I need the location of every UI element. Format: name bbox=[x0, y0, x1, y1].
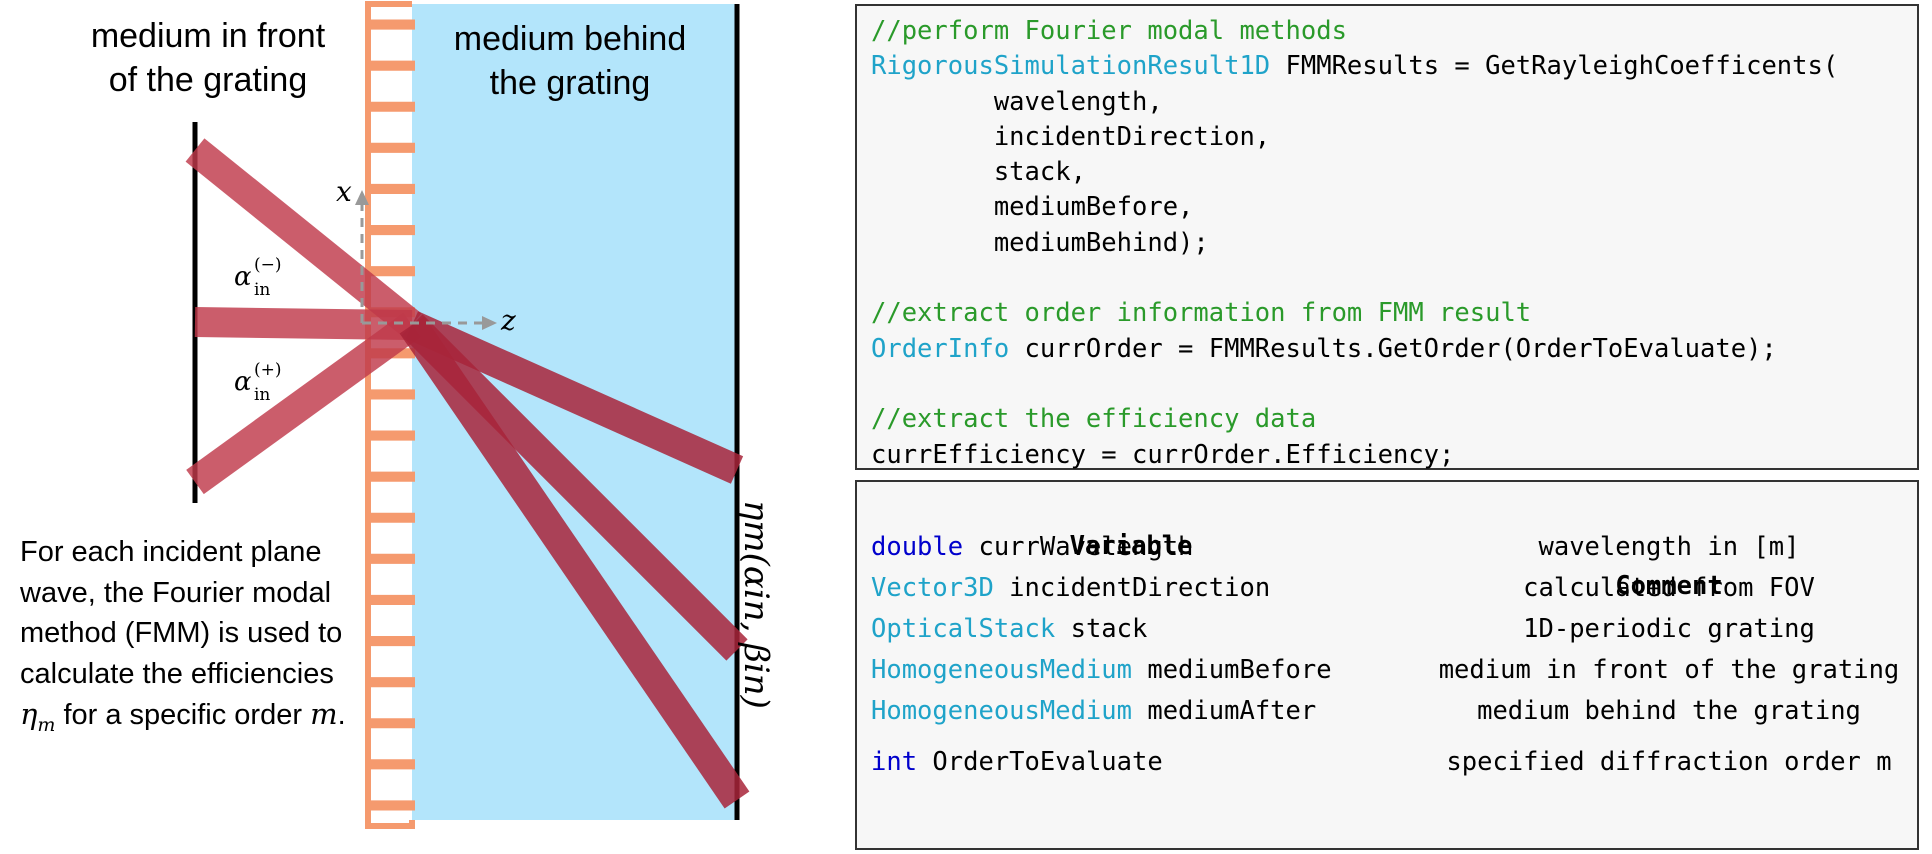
diffracted-beam-3 bbox=[399, 316, 750, 809]
code-text: stack, bbox=[871, 157, 1086, 188]
alpha-minus-label: α (−) in bbox=[234, 255, 282, 300]
variable-name: mediumAfter bbox=[1132, 696, 1317, 726]
code-line: currEfficiency = currOrder.Efficiency; bbox=[871, 438, 1903, 473]
label-medium-front: medium in front of the grating bbox=[90, 17, 326, 99]
code-text: mediumBehind); bbox=[871, 227, 1209, 258]
description-text: For each incident plane wave, the Fourie… bbox=[20, 536, 346, 736]
code-text: currOrder = FMMResults.GetOrder(OrderToE… bbox=[1009, 333, 1777, 364]
header-comment: Comment bbox=[1615, 571, 1723, 601]
variable-type: double bbox=[871, 532, 964, 562]
variable-name: mediumBefore bbox=[1132, 655, 1332, 685]
table-row: double currWavelength wavelength in [m] bbox=[857, 527, 1917, 567]
table-row: HomogeneousMedium mediumBefore medium in … bbox=[857, 650, 1917, 690]
diffracted-beam-1 bbox=[405, 311, 744, 484]
code-comment: //perform Fourier modal methods bbox=[871, 16, 1347, 46]
comment-cell: 1D-periodic grating bbox=[1523, 614, 1815, 644]
comment-cell: medium in front of the grating bbox=[1438, 655, 1900, 685]
code-line: //perform Fourier modal methods bbox=[871, 14, 1903, 49]
comment-cell: specified diffraction order m bbox=[1446, 747, 1892, 777]
variable-cell: double currWavelength bbox=[871, 527, 1193, 567]
comment-cell: medium behind the grating bbox=[1477, 696, 1861, 726]
variable-cell: HomogeneousMedium mediumBefore bbox=[871, 650, 1332, 690]
code-line: wavelength, bbox=[871, 85, 1903, 120]
code-comment: //extract the efficiency data bbox=[871, 404, 1317, 435]
axis-x-label: x bbox=[336, 175, 352, 208]
table-row: Vector3D incidentDirection calculated fro… bbox=[857, 568, 1917, 608]
table-row: HomogeneousMedium mediumAfter medium behi… bbox=[857, 691, 1917, 731]
code-line: mediumBehind); bbox=[871, 226, 1903, 261]
table-header: Variable Comment bbox=[857, 486, 1917, 601]
grating-profile bbox=[365, 1, 415, 829]
variable-type: HomogeneousMedium bbox=[871, 655, 1132, 685]
incident-beam-1 bbox=[185, 138, 422, 337]
variable-cell: int OrderToEvaluate bbox=[871, 742, 1163, 782]
variable-name: OrderToEvaluate bbox=[917, 747, 1163, 777]
code-type: RigorousSimulationResult1D bbox=[871, 51, 1271, 82]
code-text: FMMResults = GetRayleighCoefficents( bbox=[1270, 51, 1839, 82]
code-comment: //extract order information from FMM res… bbox=[871, 298, 1532, 329]
svg-text:(−): (−) bbox=[254, 255, 282, 275]
code-type: OrderInfo bbox=[871, 333, 1010, 364]
comment-cell: wavelength in [m] bbox=[1538, 532, 1800, 562]
variable-table: Variable Comment double currWavelength wa… bbox=[855, 480, 1919, 850]
efficiency-label: ηm(αin, βin) bbox=[736, 500, 776, 709]
variable-cell: OpticalStack stack bbox=[871, 609, 1147, 649]
code-line: OrderInfo currOrder = FMMResults.GetOrde… bbox=[871, 332, 1903, 367]
code-line bbox=[871, 367, 1903, 402]
variable-cell: Vector3D incidentDirection bbox=[871, 568, 1270, 608]
variable-name: incidentDirection bbox=[993, 573, 1271, 603]
variable-type: int bbox=[871, 747, 918, 777]
code-line: mediumBefore, bbox=[871, 190, 1903, 225]
variable-type: Vector3D bbox=[871, 573, 994, 603]
variable-type: HomogeneousMedium bbox=[871, 696, 1132, 726]
svg-text:in: in bbox=[254, 385, 270, 405]
table-row: int OrderToEvaluate specified diffraction… bbox=[857, 742, 1917, 782]
svg-text:(+): (+) bbox=[254, 360, 282, 380]
svg-text:α: α bbox=[234, 367, 252, 397]
variable-cell: HomogeneousMedium mediumAfter bbox=[871, 691, 1316, 731]
svg-text:in: in bbox=[254, 280, 270, 300]
code-text: currEfficiency = currOrder.Efficiency; bbox=[871, 439, 1455, 470]
svg-text:α: α bbox=[234, 262, 252, 292]
variable-type: OpticalStack bbox=[871, 614, 1056, 644]
code-line: //extract order information from FMM res… bbox=[871, 296, 1903, 331]
code-text: wavelength, bbox=[871, 86, 1163, 117]
code-line: //extract the efficiency data bbox=[871, 402, 1903, 437]
coordinate-axes bbox=[355, 190, 497, 330]
code-line bbox=[871, 261, 1903, 296]
header-variable: Variable bbox=[1069, 531, 1193, 561]
code-line: stack, bbox=[871, 155, 1903, 190]
table-row: OpticalStack stack 1D-periodic grating bbox=[857, 609, 1917, 649]
incident-beam-2 bbox=[194, 307, 413, 340]
variable-name: stack bbox=[1055, 614, 1148, 644]
code-text: incidentDirection, bbox=[871, 121, 1271, 152]
incident-beam-3 bbox=[186, 312, 421, 495]
comment-cell: calculated from FOV bbox=[1523, 573, 1815, 603]
code-line: RigorousSimulationResult1D FMMResults = … bbox=[871, 49, 1903, 84]
code-line: incidentDirection, bbox=[871, 120, 1903, 155]
alpha-plus-label: α (+) in bbox=[234, 360, 282, 405]
beams bbox=[185, 138, 750, 809]
grating-diagram: x z α (−) in α (+) in ηm(αin, βin) bbox=[185, 1, 776, 829]
code-text: mediumBefore, bbox=[871, 192, 1194, 223]
label-medium-behind: medium behind the grating bbox=[453, 20, 687, 102]
variable-name: currWavelength bbox=[963, 532, 1194, 562]
axis-z-label: z bbox=[500, 304, 516, 337]
